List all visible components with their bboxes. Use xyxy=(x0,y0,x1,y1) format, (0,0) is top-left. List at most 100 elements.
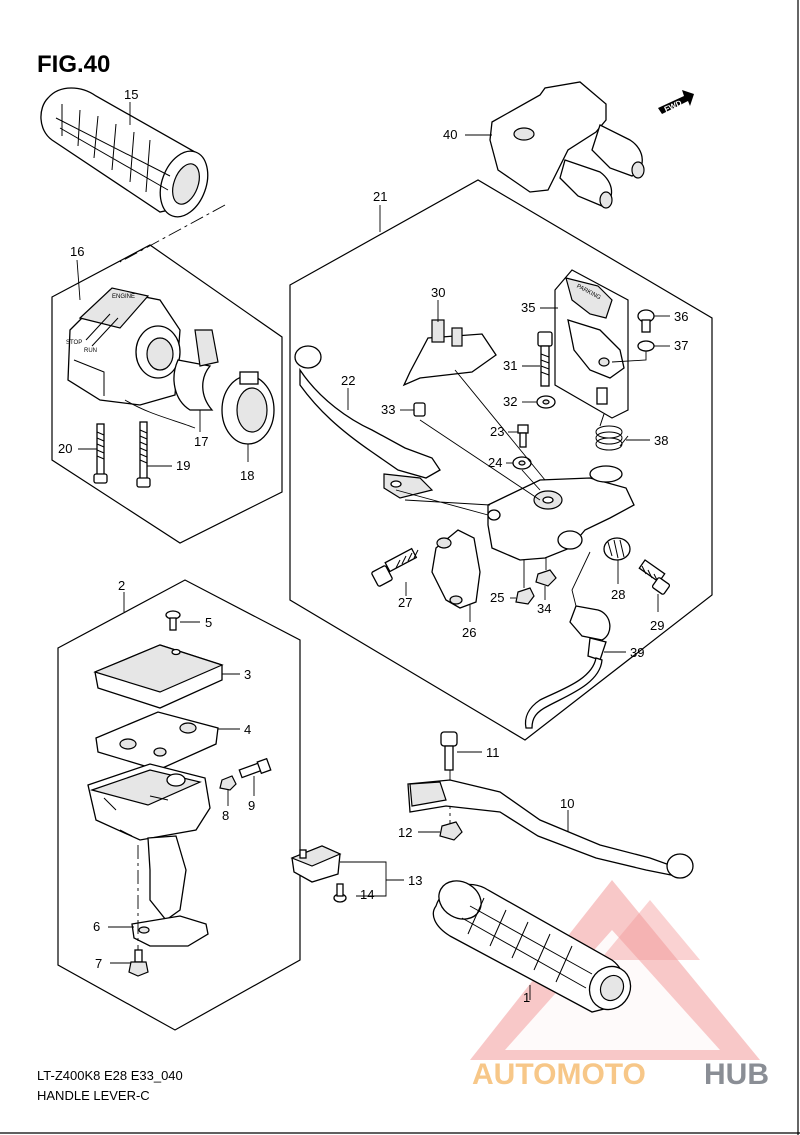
callout-14: 14 xyxy=(360,887,374,902)
lever-bracket-pivot-hole xyxy=(542,496,554,504)
callout-7: 7 xyxy=(95,956,102,971)
plate-4-body xyxy=(95,711,219,771)
assembly-lines-22 xyxy=(395,369,546,516)
plate-4-hole-1 xyxy=(119,738,137,750)
bracket-30-post-1 xyxy=(431,319,445,343)
part-bolt-31 xyxy=(537,331,553,387)
screw-29-head xyxy=(651,577,671,595)
part-bolt-27 xyxy=(371,547,419,587)
lever-bracket-adjuster xyxy=(557,530,583,550)
callout-38: 38 xyxy=(654,433,668,448)
callout-40: 40 xyxy=(443,127,457,142)
part-bolt-7 xyxy=(128,949,149,977)
brake-switch-top xyxy=(290,845,342,867)
adjuster-28-body xyxy=(603,537,631,561)
grip-left-bore xyxy=(172,163,200,205)
parking-lock-screw xyxy=(596,387,608,405)
callout-24: 24 xyxy=(488,455,502,470)
bracket-30-post-2 xyxy=(451,327,463,347)
callout-11: 11 xyxy=(486,745,500,760)
part-switch-housing: STOP RUN ENGINE xyxy=(66,287,196,429)
part-bracket-30 xyxy=(402,319,497,387)
cable-wire xyxy=(524,657,603,729)
screw-20-head xyxy=(93,473,108,484)
screw-29-shank xyxy=(638,559,666,583)
part-grip-right xyxy=(432,880,632,1013)
part-parking-lock: PARKING xyxy=(554,269,629,419)
part-cap-3 xyxy=(93,644,224,709)
grip-right-end-bore xyxy=(599,974,625,1002)
cap-3-top xyxy=(93,644,224,693)
footer-figure-name: HANDLE LEVER-C xyxy=(37,1088,150,1103)
cap-3-screw-hole xyxy=(171,648,181,656)
lever-bracket-end xyxy=(487,509,501,521)
nut-25-body xyxy=(515,587,535,605)
lever-22-pivot-hole xyxy=(390,480,402,488)
grip-right-ribs xyxy=(461,897,593,989)
switch-label-stop: STOP xyxy=(66,340,82,346)
watermark-triangle-peak xyxy=(600,900,700,960)
leader-13 xyxy=(340,861,404,897)
bolt-9-head xyxy=(256,757,272,775)
part-screw-19 xyxy=(136,421,151,488)
cover-body xyxy=(489,81,607,193)
part-screw-36 xyxy=(637,309,655,333)
parking-lock-plate xyxy=(567,319,625,379)
watermark-text-secondary: HUB xyxy=(704,1058,769,1091)
screw-36-shank xyxy=(641,319,651,333)
callout-26: 26 xyxy=(462,625,476,640)
callout-2: 2 xyxy=(118,578,125,593)
callout-5: 5 xyxy=(205,615,212,630)
footer-model-code: LT-Z400K8 E28 E33_040 xyxy=(37,1068,183,1083)
part-plate-4 xyxy=(95,711,219,771)
callout-36: 36 xyxy=(674,309,688,324)
part-lever-22 xyxy=(294,345,441,499)
bolt-27-head xyxy=(371,565,393,587)
callout-37: 37 xyxy=(674,338,688,353)
bolt-23-shank xyxy=(519,432,527,448)
spring-38-coil xyxy=(595,425,623,451)
part-screw-29 xyxy=(638,559,671,595)
switch-housing-top xyxy=(78,287,150,329)
callout-4: 4 xyxy=(244,722,251,737)
switch-label-run: RUN xyxy=(84,348,97,354)
callout-18: 18 xyxy=(240,468,254,483)
part-cable-switch xyxy=(524,551,611,729)
screw-5-shank xyxy=(169,617,177,631)
watermark-text-primary: AUTOMOTO xyxy=(472,1058,646,1091)
bolt-31-head xyxy=(537,331,553,347)
callout-6: 6 xyxy=(93,919,100,934)
part-spring-38 xyxy=(595,413,629,451)
bolt-27-thread xyxy=(395,549,419,569)
callout-39: 39 xyxy=(630,645,644,660)
clamp-26-hole-bottom xyxy=(449,595,463,605)
figure-title: FIG.40 xyxy=(37,51,110,78)
plate-4-hole-2 xyxy=(179,722,197,734)
bolt-23-head xyxy=(517,424,529,434)
screw-19-thread xyxy=(139,429,148,464)
callout-30: 30 xyxy=(431,285,445,300)
ring-tab xyxy=(239,371,259,385)
assembly-line-37 xyxy=(611,351,647,363)
part-screw-20 xyxy=(93,423,108,484)
switch-housing-details xyxy=(73,313,119,396)
part-brake-switch xyxy=(290,845,342,883)
switch-wire xyxy=(124,399,196,429)
switch-housing-bore-inner xyxy=(146,337,174,371)
cable-switch-rod xyxy=(571,551,591,607)
part-clamp-26 xyxy=(431,529,481,609)
callout-20: 20 xyxy=(58,441,72,456)
fwd-arrow-icon: FWD xyxy=(658,90,694,114)
callout-23: 23 xyxy=(490,424,504,439)
part-master-cylinder xyxy=(87,763,211,921)
frame-switch-assembly xyxy=(51,244,283,544)
bracket-6-hole xyxy=(138,926,150,934)
part-washer-37 xyxy=(637,340,655,352)
part-bolt-9 xyxy=(238,757,272,779)
adjuster-28-knurl xyxy=(607,539,625,559)
screw-14-shank xyxy=(336,883,344,897)
part-lever-10 xyxy=(407,779,694,879)
callout-32: 32 xyxy=(503,394,517,409)
part-lever-bracket xyxy=(487,465,635,561)
part-grip-left xyxy=(40,87,209,218)
